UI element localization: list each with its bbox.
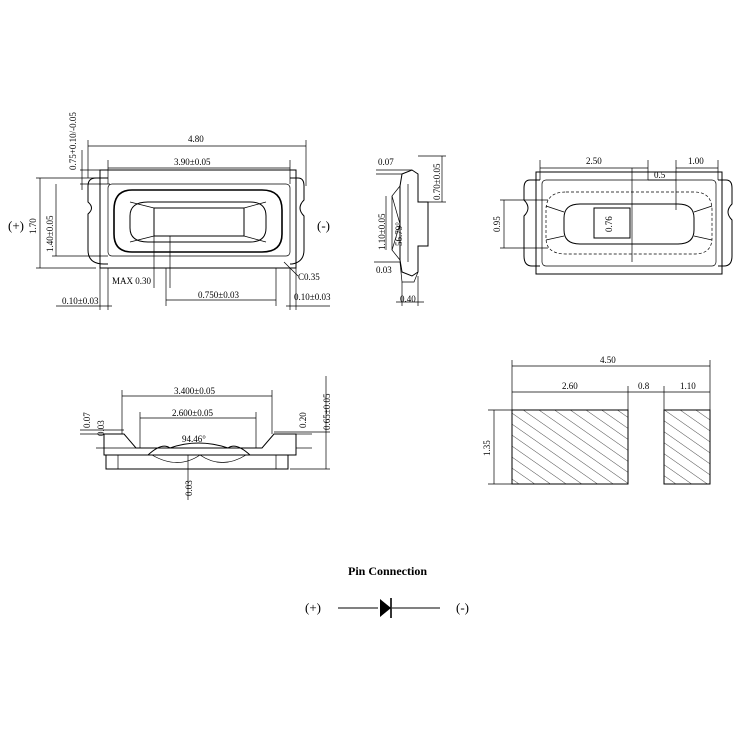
- side-dim-bottom: 0.03: [376, 265, 392, 275]
- front-body: [103, 433, 297, 456]
- body-inner-outline: [107, 183, 291, 257]
- dim-center: 0.750±0.03: [198, 290, 239, 300]
- diode-symbol-icon: [380, 599, 391, 617]
- side-profile: [399, 169, 429, 277]
- pad-dim-left: 2.60: [562, 381, 578, 391]
- dim-inner-height: 1.40±0.05: [45, 215, 55, 252]
- side-view: 0.07 0.70±0.05 1.10±0.05 56.79° 0.03 0.4…: [374, 155, 446, 306]
- front-dim-height: 0.65±0.05: [322, 393, 332, 430]
- bottom-dim-right: 1.00: [688, 156, 704, 166]
- front-view: 3.400±0.05 2.600±0.05 94.46° 0.07 0.03 0…: [80, 376, 332, 500]
- bottom-dim-center: 0.76: [604, 216, 614, 232]
- dim-inner-width: 3.90±0.05: [174, 157, 211, 167]
- side-dim-angle: 56.79°: [394, 222, 404, 246]
- side-dim-thickness: 0.70±0.05: [432, 163, 442, 200]
- pin-minus-label: (-): [456, 600, 469, 615]
- pad-dim-height: 1.35: [482, 440, 492, 456]
- pad-left: [511, 409, 629, 485]
- top-view: (+) (-) 4.80 3.90±0.05 0.75+0.10/-0.05: [8, 112, 331, 310]
- top-minus-label: (-): [317, 218, 330, 233]
- bottom-right-terminal: [718, 179, 733, 267]
- body-outline: [99, 169, 297, 269]
- side-dim-top: 0.07: [378, 157, 394, 167]
- lens-window: [153, 207, 245, 237]
- front-dim-angle: 94.46°: [182, 434, 206, 444]
- bottom-left-terminal: [523, 179, 540, 267]
- pad-dim-right: 1.10: [680, 381, 696, 391]
- bottom-view: 2.50 1.00 0.5 0.95 0.76: [492, 156, 733, 275]
- dim-max: MAX 0.30: [112, 276, 152, 286]
- side-dim-base: 0.40: [400, 294, 416, 304]
- front-dim-top-left: 0.07: [82, 412, 92, 428]
- pad-dim-gap: 0.8: [638, 381, 650, 391]
- front-lens-dome: [147, 442, 251, 456]
- bottom-dim-gap: 0.5: [654, 170, 666, 180]
- front-dim-inner: 2.600±0.05: [172, 408, 213, 418]
- lens-inner: [129, 201, 267, 243]
- front-dim-step: 0.03: [96, 420, 106, 436]
- bottom-dim-left: 2.50: [586, 156, 602, 166]
- lens-cavity: [113, 189, 283, 253]
- front-dim-bottom: 0.03: [184, 480, 194, 496]
- dim-right-pad: 0.10±0.03: [294, 292, 331, 302]
- bottom-body-outline: [535, 171, 723, 275]
- right-terminal: [290, 177, 305, 265]
- top-plus-label: (+): [8, 218, 24, 233]
- pad-dim-total: 4.50: [600, 355, 616, 365]
- bottom-dim-height: 0.95: [492, 216, 502, 232]
- dim-chamfer: C0.35: [298, 272, 320, 282]
- pin-connection: Pin Connection (+) (-): [305, 564, 469, 618]
- dim-height: 1.70: [28, 218, 38, 234]
- dim-left-pad: 0.10±0.03: [62, 296, 99, 306]
- front-dim-right-step: 0.20: [298, 412, 308, 428]
- pin-plus-label: (+): [305, 600, 321, 615]
- side-dim-mid: 1.10±0.05: [377, 213, 387, 250]
- chip-die: [593, 207, 631, 239]
- pad-right: [663, 409, 711, 485]
- front-dim-outer: 3.400±0.05: [174, 386, 215, 396]
- pad-layout: 4.50 2.60 0.8 1.10 1.35: [482, 355, 711, 485]
- dim-top-tolerance: 0.75+0.10/-0.05: [68, 112, 78, 170]
- dim-overall-width: 4.80: [188, 134, 204, 144]
- left-terminal: [87, 177, 108, 265]
- pin-connection-title: Pin Connection: [348, 564, 427, 578]
